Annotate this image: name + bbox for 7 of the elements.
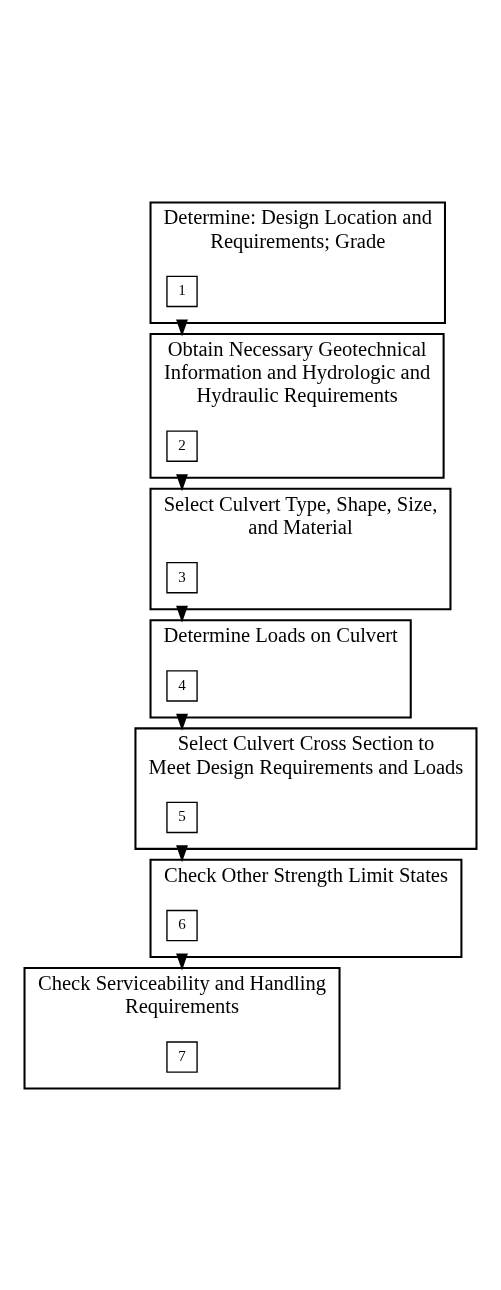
node-box: 4 — [166, 669, 198, 702]
node-box: 6 — [166, 909, 198, 941]
node-box: 2 — [166, 429, 198, 462]
node-box: 3 — [166, 561, 198, 593]
node-box: 5 — [166, 801, 198, 833]
node-box: 1 — [166, 275, 198, 307]
node-box: 7 — [166, 1040, 198, 1073]
